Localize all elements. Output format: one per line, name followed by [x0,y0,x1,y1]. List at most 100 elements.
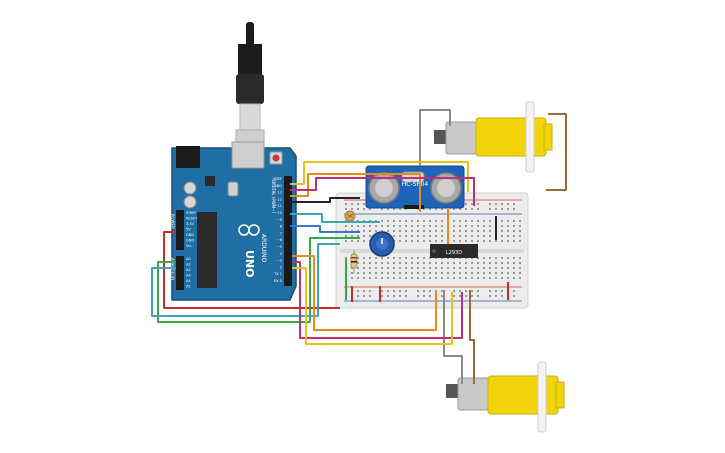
wire-green[interactable] [157,237,360,323]
breadboard-hole[interactable] [405,257,407,259]
breadboard-hole[interactable] [393,272,395,274]
breadboard-hole[interactable] [477,220,479,222]
breadboard-hole[interactable] [411,225,413,227]
breadboard-hole[interactable] [447,267,449,269]
wire-magenta-bottom[interactable] [292,261,463,339]
breadboard-hole[interactable] [423,240,425,242]
wire-black[interactable] [290,197,360,203]
breadboard-hole[interactable] [417,267,419,269]
breadboard-hole[interactable] [513,208,515,210]
breadboard-hole[interactable] [495,272,497,274]
breadboard-hole[interactable] [507,257,509,259]
breadboard-hole[interactable] [423,257,425,259]
breadboard-hole[interactable] [459,272,461,274]
breadboard-hole[interactable] [477,203,479,205]
breadboard-hole[interactable] [411,277,413,279]
breadboard-hole[interactable] [417,272,419,274]
breadboard-hole[interactable] [405,220,407,222]
breadboard-hole[interactable] [453,277,455,279]
breadboard-hole[interactable] [453,208,455,210]
breadboard-hole[interactable] [399,262,401,264]
breadboard-hole[interactable] [489,277,491,279]
breadboard-hole[interactable] [393,267,395,269]
breadboard-hole[interactable] [387,230,389,232]
breadboard-hole[interactable] [435,225,437,227]
breadboard-hole[interactable] [465,240,467,242]
breadboard-hole[interactable] [489,230,491,232]
breadboard-hole[interactable] [429,225,431,227]
breadboard-hole[interactable] [489,272,491,274]
breadboard-hole[interactable] [441,267,443,269]
breadboard-hole[interactable] [405,225,407,227]
breadboard-hole[interactable] [417,235,419,237]
breadboard-hole[interactable] [393,208,395,210]
breadboard-hole[interactable] [483,225,485,227]
breadboard-hole[interactable] [417,225,419,227]
breadboard-hole[interactable] [501,290,503,292]
breadboard-hole[interactable] [351,240,353,242]
breadboard-hole[interactable] [495,277,497,279]
breadboard-hole[interactable] [429,272,431,274]
breadboard-hole[interactable] [519,230,521,232]
wire-brown-motor-bottom[interactable] [469,290,475,384]
breadboard-hole[interactable] [441,220,443,222]
breadboard-hole[interactable] [399,290,401,292]
breadboard-hole[interactable] [351,277,353,279]
breadboard-hole[interactable] [405,295,407,297]
breadboard-hole[interactable] [363,225,365,227]
breadboard-hole[interactable] [411,235,413,237]
breadboard-hole[interactable] [435,240,437,242]
breadboard-hole[interactable] [369,262,371,264]
breadboard-hole[interactable] [435,235,437,237]
breadboard-hole[interactable] [405,277,407,279]
breadboard-hole[interactable] [459,208,461,210]
wire-gray-motor-top[interactable] [419,109,451,166]
breadboard-hole[interactable] [459,235,461,237]
arduino-uno-board[interactable]: ARDUINO UNO DIGITAL (PWM~) POWER ANALOG … [170,141,297,301]
breadboard-hole[interactable] [369,208,371,210]
breadboard-hole[interactable] [519,267,521,269]
breadboard-hole[interactable] [363,267,365,269]
breadboard-hole[interactable] [459,240,461,242]
breadboard-hole[interactable] [483,220,485,222]
breadboard-hole[interactable] [381,262,383,264]
breadboard-hole[interactable] [381,295,383,297]
breadboard-hole[interactable] [489,235,491,237]
breadboard-hole[interactable] [411,257,413,259]
breadboard-hole[interactable] [399,230,401,232]
breadboard-hole[interactable] [411,262,413,264]
breadboard-hole[interactable] [363,235,365,237]
breadboard-hole[interactable] [399,267,401,269]
breadboard-hole[interactable] [477,240,479,242]
breadboard-hole[interactable] [489,203,491,205]
breadboard-hole[interactable] [459,277,461,279]
breadboard-hole[interactable] [513,272,515,274]
breadboard-hole[interactable] [465,230,467,232]
breadboard-hole[interactable] [477,267,479,269]
breadboard-hole[interactable] [495,290,497,292]
breadboard-hole[interactable] [423,277,425,279]
breadboard-hole[interactable] [351,203,353,205]
dc-motor-top[interactable] [434,101,553,173]
breadboard-hole[interactable] [429,290,431,292]
breadboard-hole[interactable] [513,267,515,269]
breadboard-hole[interactable] [441,290,443,292]
breadboard-hole[interactable] [399,272,401,274]
breadboard-hole[interactable] [375,277,377,279]
breadboard-hole[interactable] [357,225,359,227]
breadboard-hole[interactable] [393,277,395,279]
breadboard-hole[interactable] [345,203,347,205]
breadboard-hole[interactable] [423,225,425,227]
breadboard-hole[interactable] [351,208,353,210]
breadboard-hole[interactable] [387,208,389,210]
breadboard-hole[interactable] [405,235,407,237]
breadboard-hole[interactable] [489,257,491,259]
breadboard-hole[interactable] [441,240,443,242]
breadboard-hole[interactable] [513,230,515,232]
breadboard-hole[interactable] [375,230,377,232]
breadboard-hole[interactable] [441,272,443,274]
breadboard-hole[interactable] [489,220,491,222]
breadboard-hole[interactable] [393,290,395,292]
breadboard-hole[interactable] [453,262,455,264]
breadboard-hole[interactable] [357,240,359,242]
